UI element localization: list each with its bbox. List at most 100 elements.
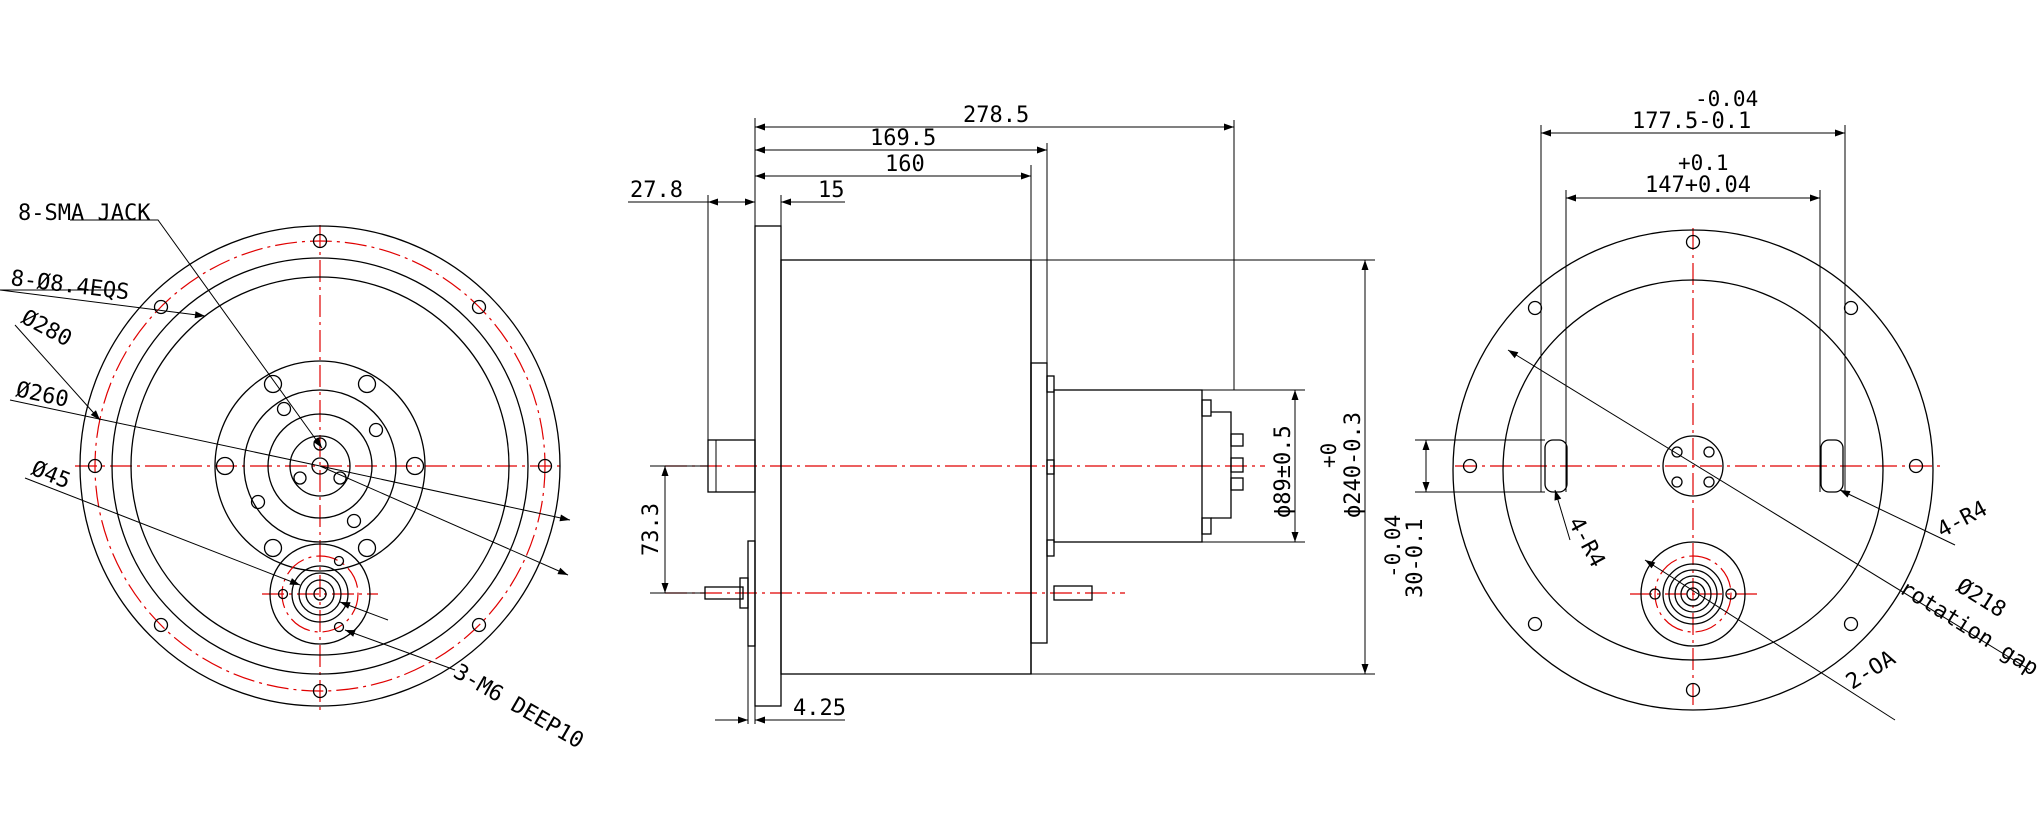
- flange-hole: [153, 617, 169, 633]
- sma-hole: [346, 513, 362, 529]
- label-4-r4-left: 4-R4: [1563, 513, 1610, 572]
- right-end-view: -0.04 177.5-0.1 +0.1 147+0.04 -0.04 30-0…: [1381, 87, 2042, 721]
- sma-hole: [263, 374, 283, 394]
- flange-hole: [471, 617, 487, 633]
- label-30: 30-0.1: [1403, 519, 1428, 598]
- connector-pin: [313, 587, 327, 601]
- label-147: 147+0.04: [1645, 173, 1751, 198]
- leader-8-holes: [0, 289, 206, 319]
- connector-ring: [291, 565, 349, 623]
- left-end-view: 8-SMA JACK 8-Ø8.4EQS Ø280 Ø260 Ø45 3-M6 …: [0, 201, 588, 754]
- sma-hole: [263, 538, 283, 558]
- label-177-5-tol: -0.04: [1695, 87, 1758, 111]
- left-hub-circle: [214, 360, 426, 572]
- label-30-tol: -0.04: [1381, 515, 1405, 578]
- label-15: 15: [818, 178, 845, 203]
- label-160: 160: [885, 152, 925, 177]
- rear-housing: [1030, 362, 1048, 644]
- label-dia-280: Ø280: [17, 305, 76, 352]
- right-connector-outer: [1640, 541, 1746, 647]
- left-connector: [269, 543, 371, 645]
- right-connector: [1230, 457, 1244, 473]
- label-2-oa: 2-ΟA: [1842, 646, 1900, 695]
- left-bolt-circle: [94, 240, 546, 692]
- hub-hole: [1671, 446, 1683, 458]
- left-inner-circle: [130, 276, 510, 656]
- label-phi240: ϕ240-0.3: [1341, 412, 1366, 518]
- left-core-circle: [267, 413, 373, 519]
- right-outer-circle: [1452, 229, 1934, 711]
- flange-hole: [1527, 300, 1543, 316]
- label-sma-jack: 8-SMA JACK: [18, 201, 151, 226]
- rear-bolt-head: [1046, 459, 1055, 475]
- right-connector: [1230, 433, 1244, 447]
- lower-pin-head: [739, 577, 749, 609]
- leader-sma-jack: [70, 219, 323, 449]
- right-connector-ring: [1668, 569, 1718, 619]
- flange-hole: [471, 299, 487, 315]
- leader-dia-45-b: [339, 601, 389, 621]
- sma-hole: [250, 494, 266, 510]
- sma-hole: [405, 456, 425, 476]
- leader-m6: [344, 629, 456, 671]
- right-connector: [1230, 477, 1244, 491]
- slot-right: [1820, 439, 1844, 493]
- label-m6-deep: 3-M6 DEEP10: [449, 660, 588, 755]
- right-module-cap: [1211, 411, 1232, 519]
- hub-hole: [1671, 476, 1683, 488]
- leader-dia-218: [1507, 349, 2031, 671]
- main-body: [780, 259, 1032, 675]
- connector-m6-hole: [333, 555, 345, 567]
- flange-hole: [87, 458, 103, 474]
- left-outer-flange-circle: [79, 225, 561, 707]
- label-169-5: 169.5: [870, 126, 936, 151]
- middle-side-view: 278.5 169.5 160 27.8 15 4.25 73.3 ϕ89±0.…: [628, 103, 1375, 724]
- label-278-5: 278.5: [963, 103, 1029, 128]
- right-connector-hole: [1649, 588, 1661, 600]
- right-connector-ring: [1674, 575, 1712, 613]
- sma-hole: [368, 422, 384, 438]
- rear-bolt-head: [1046, 375, 1055, 393]
- right-hub: [1662, 435, 1724, 497]
- right-inner-circle: [1502, 279, 1884, 661]
- leader-dia-280-b: [319, 465, 571, 522]
- leader-dia-260-b: [319, 465, 569, 576]
- connector-ring: [298, 572, 342, 616]
- sma-hole: [293, 471, 307, 485]
- sma-hole: [215, 456, 235, 476]
- sma-hole: [357, 538, 377, 558]
- flange-hole: [312, 233, 328, 249]
- label-4-r4-right: 4-R4: [1933, 496, 1992, 543]
- label-147-tol: +0.1: [1678, 151, 1729, 175]
- sma-hole: [333, 471, 347, 485]
- leader-dia-280: [14, 324, 101, 421]
- flange-hole: [1843, 616, 1859, 632]
- connector-pitch: [281, 555, 359, 633]
- label-4-25: 4.25: [793, 696, 846, 721]
- left-flange-holes: [87, 233, 553, 699]
- left-center-dot: [311, 457, 329, 475]
- flange-hole: [1685, 682, 1701, 698]
- leader-4-r4-right: [1839, 489, 1956, 546]
- flange-hole: [1908, 458, 1924, 474]
- label-phi89: ϕ89±0.5: [1271, 425, 1296, 518]
- leader-dia-260: [9, 399, 321, 467]
- label-8-holes: 8-Ø8.4EQS: [9, 266, 130, 305]
- connector-m6-hole: [333, 621, 345, 633]
- right-module-tab: [1201, 399, 1212, 417]
- left-body-circle: [111, 257, 529, 675]
- flange-hole: [537, 458, 553, 474]
- label-27-8: 27.8: [630, 178, 683, 203]
- flange-hole: [1527, 616, 1543, 632]
- right-connector-hole: [1725, 588, 1737, 600]
- connector-m6-hole: [277, 588, 289, 600]
- flange-hole: [1685, 234, 1701, 250]
- left-center-circle: [289, 435, 351, 497]
- right-connector-ring: [1680, 581, 1706, 607]
- left-inner-hub-circle: [243, 389, 397, 543]
- right-module: [1053, 389, 1203, 543]
- leader-2-oa: [1644, 559, 1896, 721]
- right-connector-ring: [1662, 563, 1724, 625]
- flange-hole: [312, 683, 328, 699]
